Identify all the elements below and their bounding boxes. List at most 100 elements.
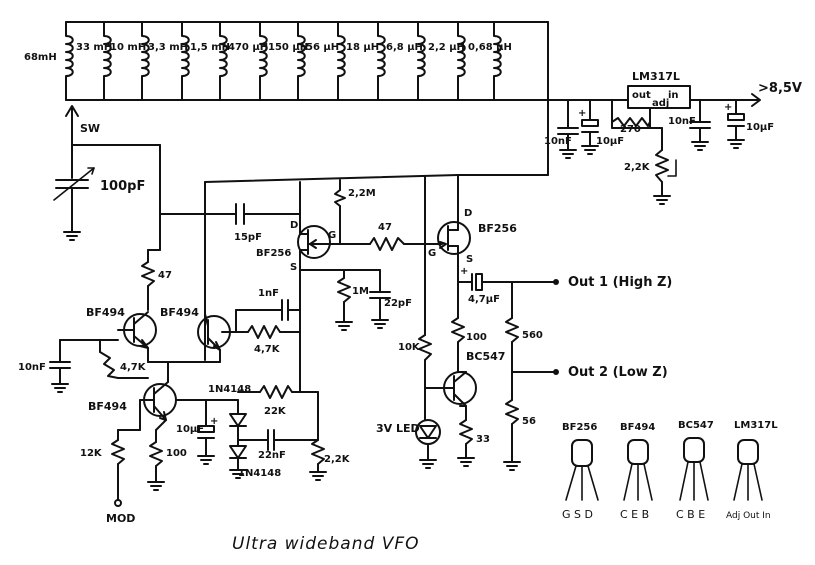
electrolytic-10uF — [197, 399, 215, 465]
supply-output-label: >8,5V — [758, 81, 802, 96]
resistor-2-2K — [309, 439, 327, 481]
mod-input-label: MOD — [106, 512, 135, 525]
bjt-q5 — [139, 361, 177, 431]
reg-c4-plus: + — [724, 102, 732, 113]
fet-q1-pin-d: D — [290, 220, 298, 231]
inductor-coil — [181, 21, 190, 101]
fet-q1-pin-s: S — [290, 262, 297, 273]
reg-pin-in: in — [668, 90, 679, 101]
output-2-label: Out 2 (Low Z) — [568, 365, 668, 380]
buffer-led-label: 3V LED — [376, 422, 420, 435]
resistor-47-gate — [339, 237, 443, 251]
inductor-label-10: 2,2 µH — [428, 42, 465, 53]
variable-capacitor — [53, 167, 95, 241]
package-name-3: LM317L — [734, 420, 778, 431]
reg-pin-adj: adj — [652, 98, 669, 109]
inductor-label-9: 6,8 µH — [386, 42, 423, 53]
reg-c3-label: 10nF — [668, 116, 696, 127]
inductor-label-3: 3,3 mH — [148, 42, 188, 53]
osc-r47-label: 47 — [158, 270, 172, 281]
reg-cap-c1 — [557, 127, 579, 159]
capacitor-22pF — [343, 269, 391, 329]
inductor-label-0: 68mH — [24, 52, 57, 63]
buffer-c-out-label: 4,7µF — [468, 294, 500, 305]
regulator-wiring — [547, 85, 759, 197]
osc-emitter-bus — [59, 339, 221, 363]
inductor-label-11: 0,68 µH — [468, 42, 512, 53]
inductor-label-2: 10 mH — [110, 42, 146, 53]
output-1-label: Out 1 (High Z) — [568, 275, 672, 290]
inductor-coil — [337, 21, 346, 101]
fet-c-gate-label: 15pF — [234, 232, 262, 243]
package-lm317l — [733, 439, 763, 501]
osc-bias-network — [175, 371, 319, 441]
osc-feedback-network — [235, 269, 301, 373]
fet-q2-pin-d: D — [464, 208, 472, 219]
fet-r-drain-label: 2,2M — [348, 188, 376, 199]
inductor-coil — [493, 21, 502, 101]
osc-c-elec-label: 10µF — [176, 424, 204, 435]
capacitor-15pF — [159, 203, 301, 225]
reg-c2-plus: + — [578, 108, 586, 119]
reg-c1-label: 10nF — [544, 136, 572, 147]
resistor-2-2M — [334, 189, 346, 245]
osc-r-base-label: 4,7K — [120, 362, 147, 373]
reg-r-adj-label: 2,2K — [624, 162, 651, 173]
inductor-coil — [259, 21, 268, 101]
fet-q2-pin-g: G — [428, 248, 436, 259]
reg-cap-c2 — [581, 119, 599, 155]
resistor-100-emitter — [147, 429, 165, 491]
inductor-label-8: 18 µH — [346, 42, 379, 53]
resistor-4-7K-base — [99, 351, 149, 379]
inductor-coil — [297, 21, 306, 101]
bjt-q4 — [197, 313, 237, 351]
osc-diode2-label: 1N4148 — [238, 468, 281, 479]
fet-c-source-label: 22pF — [384, 298, 412, 309]
fet-supply-rail — [204, 174, 549, 361]
resistor-10K-led — [418, 334, 432, 421]
fet-q1-label: BF256 — [256, 248, 291, 259]
inductor-label-5: 470 µH — [228, 42, 268, 53]
inductor-coil — [219, 21, 228, 101]
package-bc547 — [679, 437, 709, 501]
package-bf494 — [623, 439, 653, 501]
capacitor-22nF — [237, 429, 319, 451]
inductor-coil — [103, 21, 112, 101]
diodes-1N4148 — [229, 399, 247, 479]
package-pins-0: G S D — [562, 508, 593, 521]
package-pinouts — [565, 437, 763, 501]
buffer-network — [451, 273, 559, 471]
reg-r-top-label: 270 — [620, 124, 641, 135]
buffer-r10k-label: 10K — [398, 342, 421, 353]
package-bf256 — [565, 439, 599, 501]
osc-c-elec-plus: + — [210, 416, 218, 427]
inductor-coil — [377, 21, 386, 101]
reg-pin-out: out — [632, 90, 651, 101]
inductor-labels: 68mH 33 mH 10 mH 3,3 mH 1,5 mH 470 µH 15… — [24, 42, 512, 63]
bjt-q6-label: BC547 — [466, 350, 505, 363]
resistor-33 — [457, 419, 475, 467]
bjt-q6 — [424, 371, 477, 421]
inductor-coil — [457, 21, 466, 101]
package-pins-2: C B E — [676, 508, 705, 521]
reg-c2-label: 10µF — [596, 136, 624, 147]
resistor-1M — [299, 269, 353, 331]
ground-symbol — [63, 231, 81, 241]
package-pins-1: C E B — [620, 508, 649, 521]
buffer-r56-label: 56 — [522, 416, 536, 427]
buffer-r33-label: 33 — [476, 434, 490, 445]
bjt-q4-label: BF494 — [160, 306, 199, 319]
osc-r-mod-label: 12K — [80, 448, 103, 459]
buffer-c-out-plus: + — [460, 266, 468, 277]
osc-c-fb-label: 1nF — [258, 288, 279, 299]
osc-r-fb-label: 4,7K — [254, 344, 281, 355]
diagram-title: Ultra wideband VFO — [232, 534, 420, 554]
package-pins-3: Adj Out In — [726, 511, 771, 521]
reg-cap-c3 — [689, 121, 711, 151]
reg-c4-label: 10µF — [746, 122, 774, 133]
led-3v — [415, 419, 441, 469]
bjt-q3 — [117, 311, 157, 349]
resistor-12K-mod — [111, 399, 141, 507]
buffer-r560-label: 560 — [522, 330, 543, 341]
